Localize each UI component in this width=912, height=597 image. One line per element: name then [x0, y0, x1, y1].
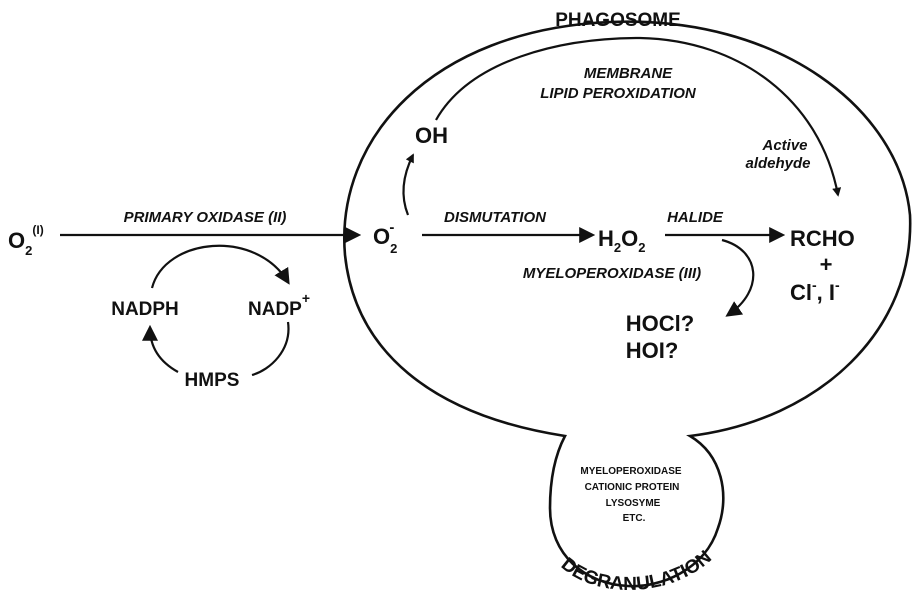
- hocl-label: HOCl?: [626, 311, 694, 336]
- halide-label: HALIDE: [667, 209, 724, 226]
- myeloperoxidase-arrow: [721, 238, 755, 317]
- hmps-to-nadph-arrow: [142, 324, 179, 373]
- svg-text:Cl-, I-: Cl-, I-: [790, 277, 840, 305]
- rcho-label: RCHO: [790, 226, 855, 251]
- aldehyde-label: aldehyde: [745, 155, 810, 172]
- svg-text:O2(I): O2(I): [8, 223, 44, 258]
- superoxide-to-oh-arrow: [402, 153, 414, 216]
- nadp-label: NADP+: [248, 290, 310, 320]
- degranulation-label: DEGRANULATION: [557, 547, 716, 595]
- svg-text:O2-: O2-: [373, 219, 397, 256]
- plus-sign: +: [820, 252, 833, 277]
- granule-etc: ETC.: [623, 513, 646, 524]
- granule-cationic-protein: CATIONIC PROTEIN: [585, 482, 680, 493]
- nadp-to-hmps-curve: [251, 321, 290, 377]
- granule-myeloperoxidase: MYELOPEROXIDASE: [580, 466, 681, 477]
- hydrogen-peroxide-label: H2O2: [598, 226, 645, 255]
- superoxide-label: O2-: [373, 219, 397, 256]
- nadph-label: NADPH: [111, 299, 179, 320]
- hoi-label: HOI?: [626, 338, 679, 363]
- membrane-label: MEMBRANE: [584, 65, 673, 82]
- nadph-to-nadp-arrow: [150, 244, 290, 289]
- hmps-label: HMPS: [185, 370, 240, 391]
- lipid-peroxidation-label: LIPID PEROXIDATION: [540, 85, 697, 102]
- myeloperoxidase-label: MYELOPEROXIDASE (III): [523, 265, 701, 282]
- active-label: Active: [761, 137, 807, 154]
- phagosome-membrane: [342, 20, 912, 588]
- svg-text:H2O2: H2O2: [598, 226, 645, 255]
- phagosome-label: PHAGOSOME: [555, 10, 681, 31]
- dismutation-label: DISMUTATION: [444, 209, 547, 226]
- hydroxyl-radical-label: OH: [415, 123, 448, 148]
- lipid-peroxidation-arrow: [435, 36, 842, 197]
- svg-text:NADP+: NADP+: [248, 290, 310, 320]
- primary-oxidase-label: PRIMARY OXIDASE (II): [124, 209, 287, 226]
- halide-ions-label: Cl-, I-: [790, 277, 840, 305]
- oxygen-label: O2(I): [8, 223, 44, 258]
- granule-lysosyme: LYSOSYME: [606, 498, 661, 509]
